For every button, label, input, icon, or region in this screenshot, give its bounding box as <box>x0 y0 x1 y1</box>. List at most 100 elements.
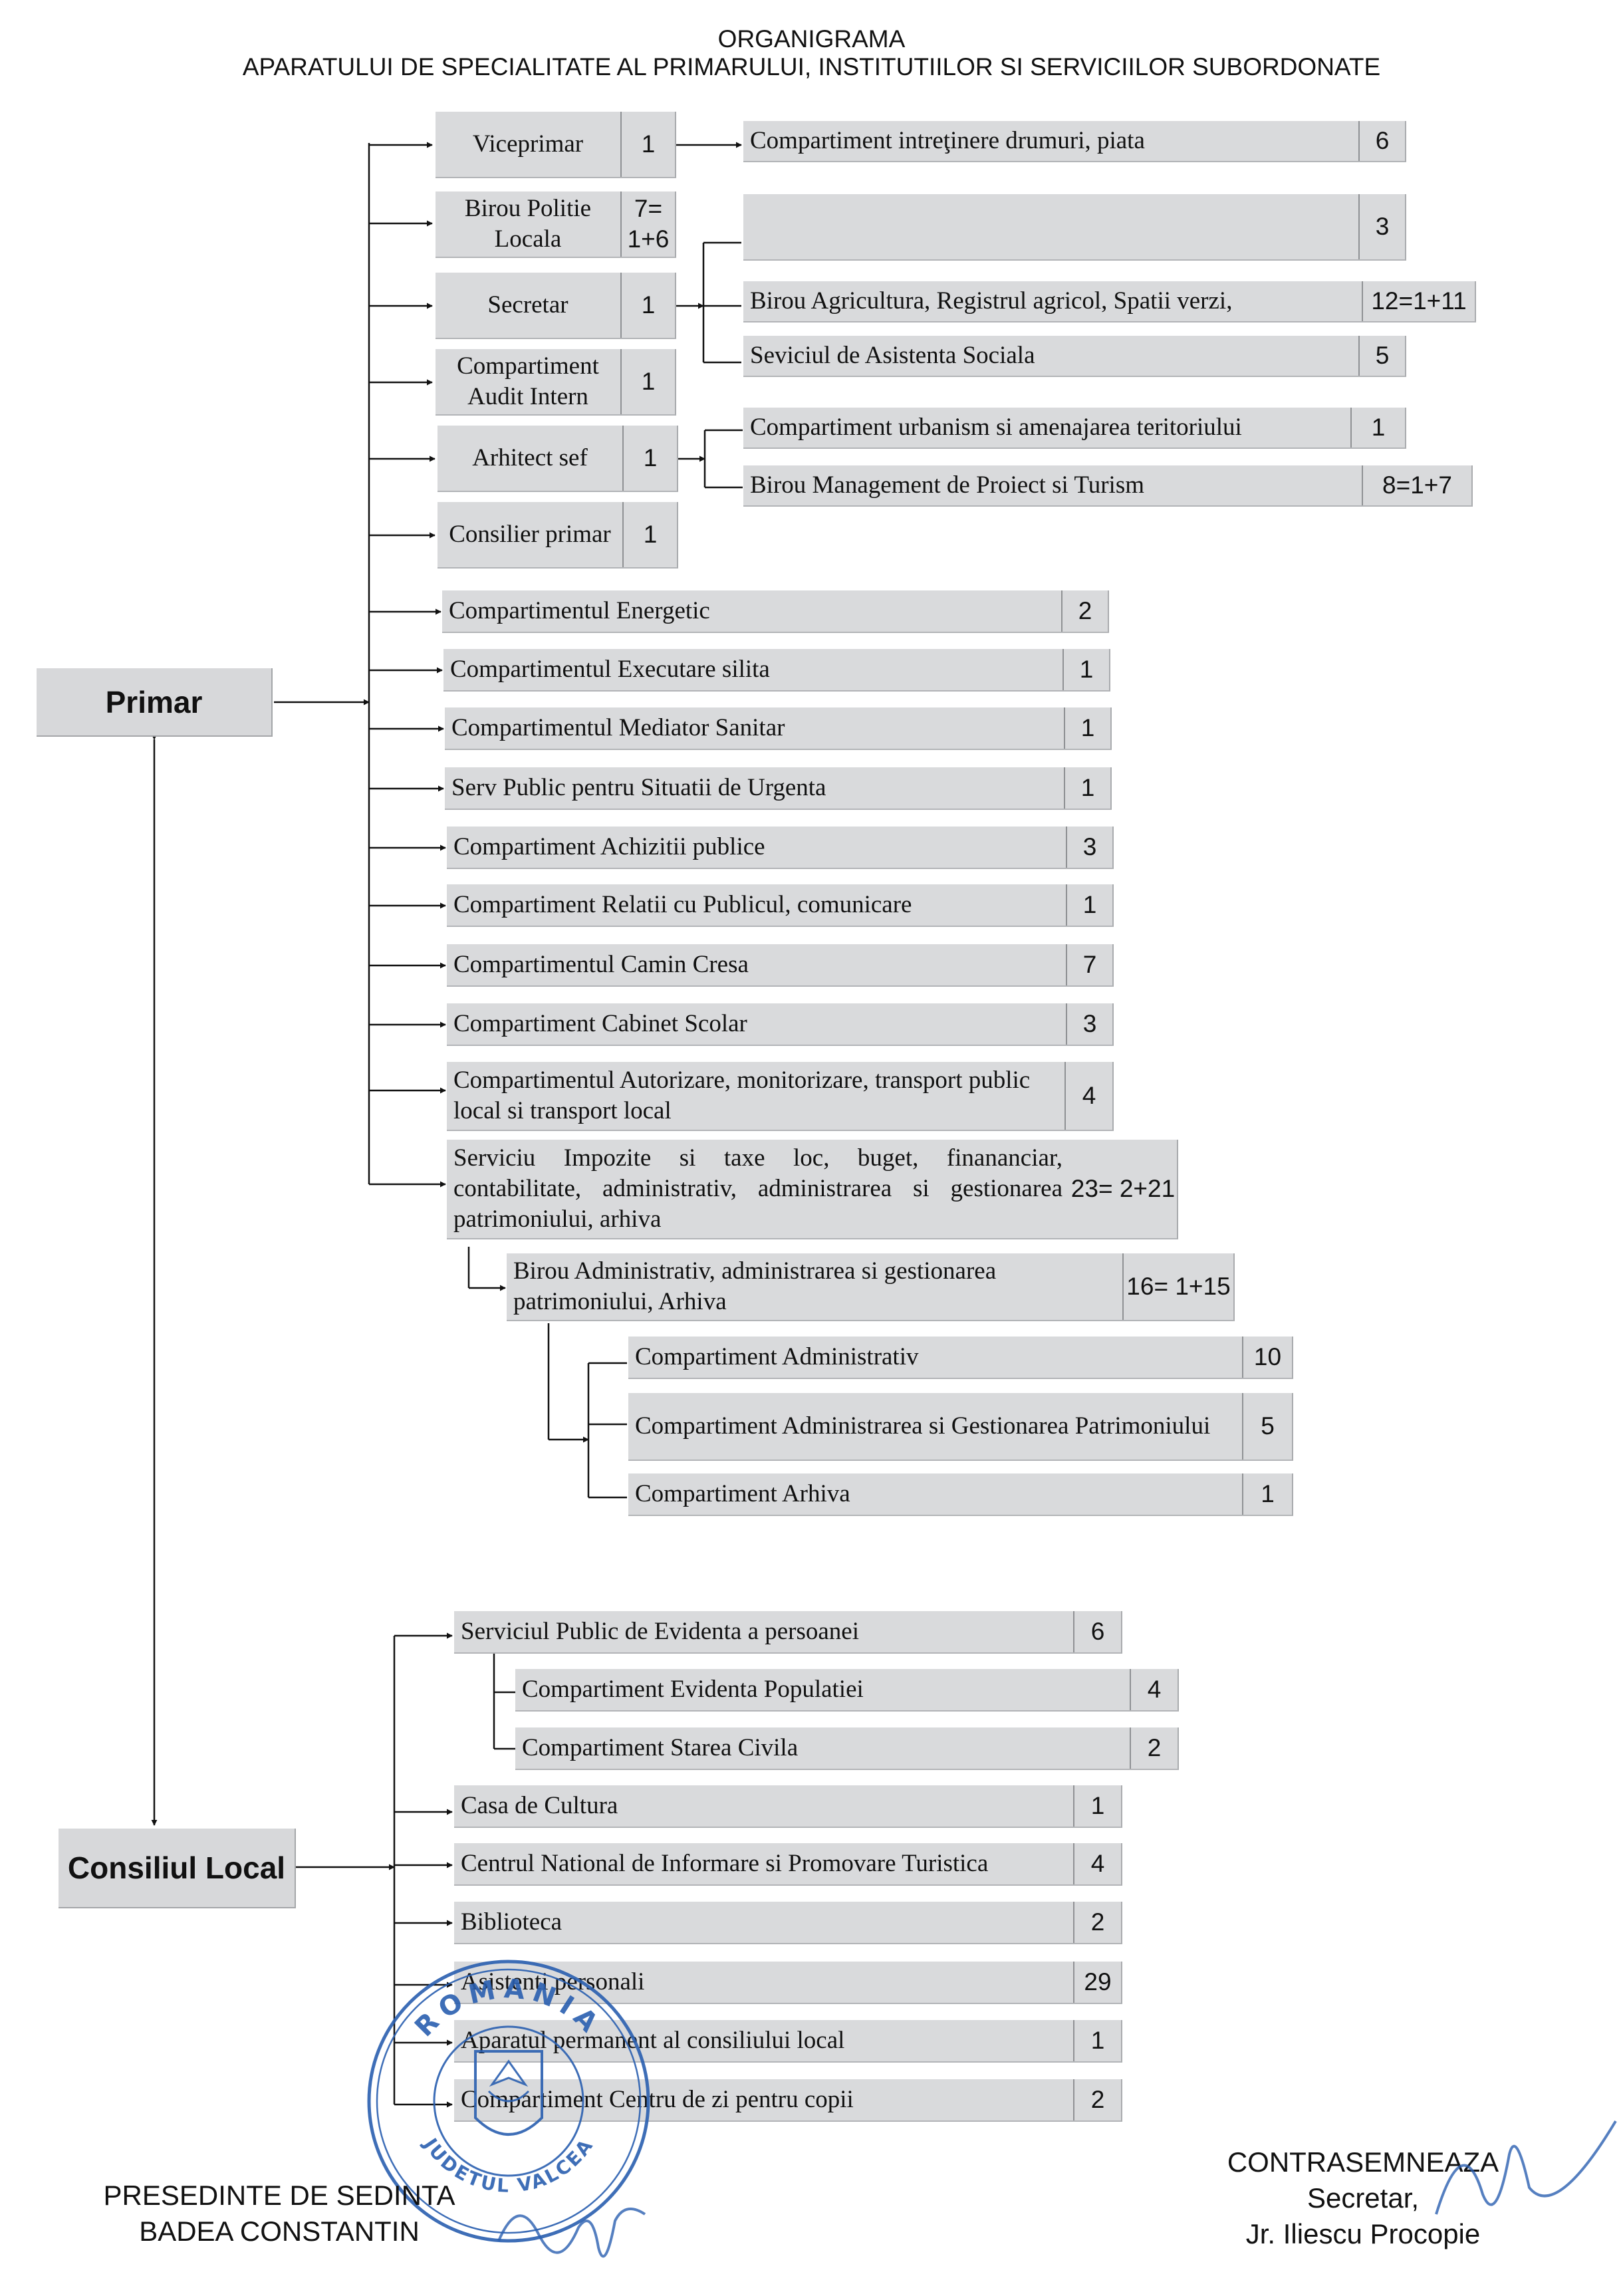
unit-label: Consilier primar <box>449 521 611 548</box>
unit-casa-cultura: Casa de Cultura 1 <box>454 1785 1122 1828</box>
unit-evidenta-persoanei: Serviciul Public de Evidenta a persoanei… <box>454 1611 1122 1654</box>
unit-count: 1 <box>1242 1473 1292 1515</box>
unit-urbanism: Compartiment urbanism si amenajarea teri… <box>743 408 1406 449</box>
unit-evidenta-populatiei: Compartiment Evidenta Populatiei 4 <box>515 1669 1179 1712</box>
unit-count: 2 <box>1061 590 1108 632</box>
unit-label: Compartiment Arhiva <box>635 1480 850 1507</box>
unit-label: Compartiment Audit Intern <box>457 352 599 410</box>
unit-management-proiect: Birou Management de Proiect si Turism 8=… <box>743 465 1473 507</box>
unit-label: Asistenti personali <box>461 1968 645 1995</box>
unit-count: 12=1+11 <box>1362 281 1475 321</box>
unit-count: 10 <box>1242 1337 1292 1378</box>
unit-count: 1 <box>620 112 675 177</box>
unit-count: 6 <box>1358 121 1405 161</box>
unit-relatii-public: Compartiment Relatii cu Publicul, comuni… <box>447 884 1114 927</box>
unit-count: 1 <box>1064 707 1110 749</box>
unit-camin-cresa: Compartimentul Camin Cresa 7 <box>447 944 1114 987</box>
unit-count: 1 <box>622 502 677 567</box>
unit-label: Birou Administrativ, administrarea si ge… <box>513 1257 997 1315</box>
unit-label: Compartimentul Camin Cresa <box>453 951 749 978</box>
unit-label: Compartiment intreţinere drumuri, piata <box>750 127 1145 154</box>
unit-label: Birou Agricultura, Registrul agricol, Sp… <box>750 287 1233 315</box>
unit-viceprimar: Viceprimar 1 <box>436 112 676 178</box>
unit-count: 3 <box>1066 827 1112 868</box>
unit-count: 5 <box>1242 1393 1292 1460</box>
unit-aparatul-permanent: Aparatul permanent al consiliului local … <box>454 2020 1122 2063</box>
unit-count: 1 <box>622 426 677 491</box>
unit-executare-silita: Compartimentul Executare silita 1 <box>443 649 1110 692</box>
unit-label: Serviciul Public de Evidenta a persoanei <box>461 1618 860 1645</box>
unit-count: 1 <box>1064 767 1110 809</box>
unit-intretinere-drumuri: Compartiment intreţinere drumuri, piata … <box>743 121 1406 162</box>
unit-label: Centrul National de Informare si Promova… <box>461 1850 989 1877</box>
unit-count: 1 <box>1062 649 1109 690</box>
unit-label: Compartimentul Executare silita <box>450 656 770 683</box>
unit-comp-patrimoniu: Compartiment Administrarea si Gestionare… <box>628 1393 1293 1461</box>
unit-birou-agricultura: Birou Agricultura, Registrul agricol, Sp… <box>743 281 1476 322</box>
unit-count: 1 <box>1350 408 1405 447</box>
unit-centru-zi: Compartiment Centru de zi pentru copii 2 <box>454 2079 1122 2122</box>
unit-count: 2 <box>1130 1727 1178 1769</box>
unit-count: 5 <box>1358 336 1405 376</box>
unit-secretar: Secretar 1 <box>436 273 676 339</box>
unit-label: Birou Management de Proiect si Turism <box>750 471 1144 499</box>
unit-count: 6 <box>1073 1611 1121 1652</box>
unit-starea-civila: Compartiment Starea Civila 2 <box>515 1727 1179 1770</box>
unit-count: 1 <box>620 349 675 414</box>
unit-situatii-urgenta: Serv Public pentru Situatii de Urgenta 1 <box>445 767 1112 810</box>
unit-label: Compartiment Achizitii publice <box>453 833 765 860</box>
unit-label: Compartiment Cabinet Scolar <box>453 1010 747 1037</box>
unit-label: Compartiment Administrativ <box>635 1343 919 1370</box>
unit-count: 23= 2+21 <box>1070 1175 1176 1202</box>
unit-count: 4 <box>1064 1062 1112 1130</box>
unit-count: 1 <box>1073 2020 1121 2061</box>
unit-count: 8=1+7 <box>1362 465 1471 505</box>
svg-text:ROMANIA: ROMANIA <box>409 1974 608 2043</box>
unit-label: Biblioteca <box>461 1908 562 1936</box>
unit-secretar-blank: 3 <box>743 194 1406 261</box>
handwritten-signature-left-icon <box>497 2208 646 2258</box>
unit-label: Compartiment Centru de zi pentru copii <box>461 2086 854 2113</box>
unit-impozite-taxe: Serviciu Impozite si taxe loc, buget, fi… <box>447 1140 1178 1239</box>
unit-achizitii: Compartiment Achizitii publice 3 <box>447 827 1114 869</box>
unit-count: 1 <box>1073 1785 1121 1827</box>
unit-label <box>743 194 1358 259</box>
unit-count: 29 <box>1073 1962 1121 2003</box>
unit-label: Serviciu Impozite si taxe loc, buget, fi… <box>453 1144 1062 1233</box>
official-stamp-icon: ROMANIA JUDETUL VALCEA <box>367 1960 650 2243</box>
unit-birou-politie: Birou Politie Locala 7= 1+6 <box>436 191 676 258</box>
unit-label: Casa de Cultura <box>461 1792 618 1819</box>
unit-label: Viceprimar <box>472 130 584 158</box>
stamp-country: ROMANIA <box>409 1974 602 2043</box>
unit-label: Compartiment Starea Civila <box>522 1734 799 1761</box>
unit-consilier-primar: Consilier primar 1 <box>437 502 678 569</box>
unit-count: 4 <box>1073 1843 1121 1884</box>
unit-count: 2 <box>1073 1902 1121 1943</box>
unit-asistenta-sociala: Seviciul de Asistenta Sociala 5 <box>743 336 1406 377</box>
unit-label: Compartiment Relatii cu Publicul, comuni… <box>453 891 912 918</box>
unit-label: Compartiment Evidenta Populatiei <box>522 1676 864 1703</box>
unit-count: 2 <box>1073 2079 1121 2120</box>
unit-birou-administrativ: Birou Administrativ, administrarea si ge… <box>507 1253 1235 1321</box>
unit-count: 16= 1+15 <box>1122 1253 1233 1320</box>
unit-biblioteca: Biblioteca 2 <box>454 1902 1122 1944</box>
unit-comp-arhiva: Compartiment Arhiva 1 <box>628 1473 1293 1516</box>
unit-label: Compartiment Administrarea si Gestionare… <box>635 1412 1211 1440</box>
primar-box: Primar <box>37 668 273 737</box>
signature-right-role: Secretar, <box>1307 2182 1420 2214</box>
signature-left-name: BADEA CONSTANTIN <box>139 2216 420 2247</box>
signature-left-title: PRESEDINTE DE SEDINTA <box>103 2180 455 2211</box>
presedinte-signature-block: PRESEDINTE DE SEDINTA BADEA CONSTANTIN <box>80 2178 479 2249</box>
unit-label: Serv Public pentru Situatii de Urgenta <box>451 774 826 801</box>
unit-count: 7 <box>1066 944 1112 985</box>
unit-label: Compartiment urbanism si amenajarea teri… <box>750 414 1242 441</box>
unit-label: Aparatul permanent al consiliului local <box>461 2027 845 2054</box>
unit-label: Birou Politie Locala <box>464 195 592 253</box>
unit-count: 3 <box>1358 194 1405 259</box>
signature-right-name: Jr. Iliescu Procopie <box>1245 2218 1481 2249</box>
unit-cabinet-scolar: Compartiment Cabinet Scolar 3 <box>447 1003 1114 1046</box>
consiliul-local-box: Consiliul Local <box>59 1829 296 1908</box>
handwritten-signature-right-icon <box>1435 2120 1617 2215</box>
unit-arhitect-sef: Arhitect sef 1 <box>437 426 678 492</box>
unit-comp-administrativ: Compartiment Administrativ 10 <box>628 1337 1293 1379</box>
